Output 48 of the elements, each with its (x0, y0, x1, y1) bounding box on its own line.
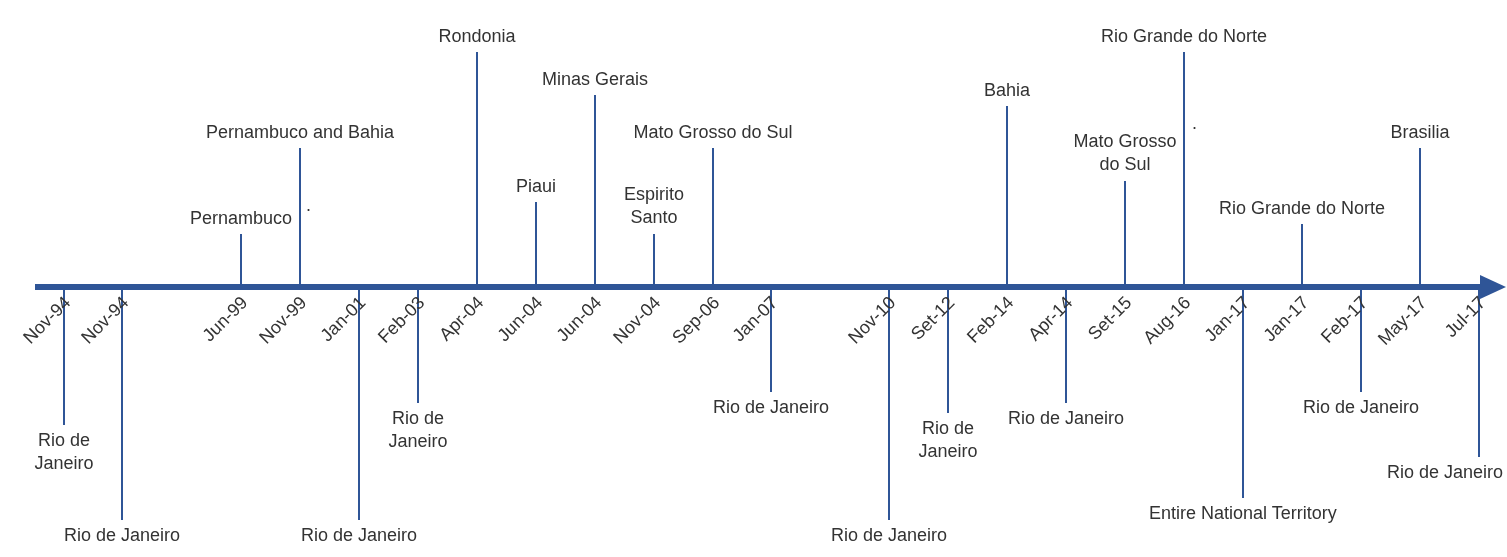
event-stem (947, 289, 949, 414)
event-label: Rio de Janeiro (711, 392, 832, 424)
event-label: Mato Grosso do Sul (631, 117, 795, 149)
event-label: Rio de Janeiro (299, 520, 420, 552)
event-stem (653, 233, 655, 285)
event-stem (476, 51, 478, 285)
event-label: Pernambuco and Bahia (204, 117, 397, 149)
event-label: Rio de Janeiro (829, 520, 950, 552)
event-stem (121, 289, 123, 521)
event-stem (417, 289, 419, 404)
event-label: Pernambuco (188, 203, 295, 235)
event-label: Espirito Santo (614, 179, 694, 234)
event-stem (1124, 180, 1126, 285)
event-label: Rio de Janeiro (378, 403, 458, 458)
event-label: Rio de Janeiro (1301, 392, 1422, 424)
event-label: Bahia (982, 75, 1033, 107)
event-stem (240, 233, 242, 285)
dot-mark: . (306, 196, 311, 216)
event-label: Rio de Janeiro (62, 520, 183, 552)
event-label: Rio de Janeiro (1006, 403, 1127, 435)
event-stem (770, 289, 772, 393)
event-label: Mato Grosso do Sul (1065, 126, 1185, 181)
dot-mark: . (1192, 114, 1197, 134)
event-label: Minas Gerais (540, 64, 651, 96)
event-stem (535, 201, 537, 285)
event-stem (594, 94, 596, 285)
event-label: Rio de Janeiro (908, 413, 988, 468)
event-label: Rio Grande do Norte (1217, 193, 1388, 225)
event-stem (1360, 289, 1362, 393)
event-stem (1183, 51, 1185, 285)
event-stem (1419, 147, 1421, 285)
event-label: Piaui (514, 171, 559, 203)
event-stem (358, 289, 360, 521)
event-stem (299, 147, 301, 285)
event-stem (712, 147, 714, 285)
event-stem (888, 289, 890, 521)
event-stem (1242, 289, 1244, 499)
event-stem (1478, 289, 1480, 458)
event-stem (1065, 289, 1067, 404)
event-stem (63, 289, 65, 426)
event-stem (1301, 223, 1303, 285)
event-stem (1006, 105, 1008, 285)
event-label: Rio de Janeiro (1385, 457, 1506, 489)
event-label: Rio Grande do Norte (1099, 21, 1270, 53)
event-label: Rio de Janeiro (24, 425, 104, 480)
event-label: Entire National Territory (1147, 498, 1339, 530)
event-label: Brasilia (1388, 117, 1452, 149)
event-label: Rondonia (436, 21, 518, 53)
